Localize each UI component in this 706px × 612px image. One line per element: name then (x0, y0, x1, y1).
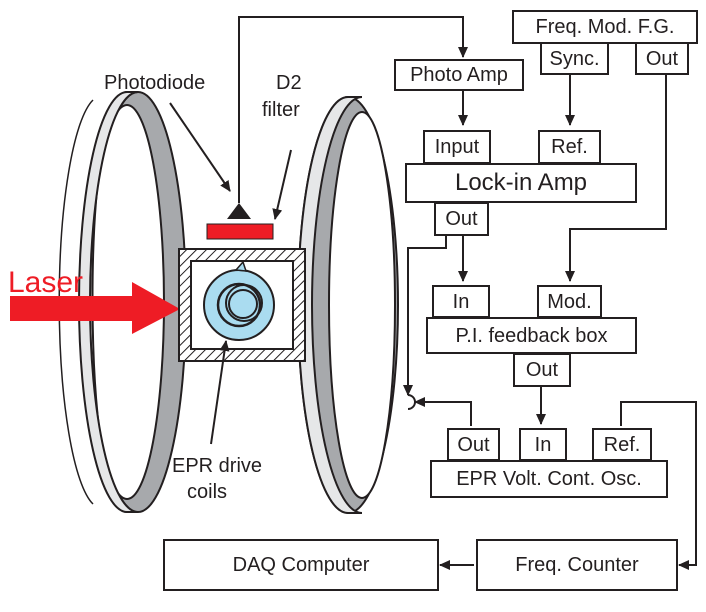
vco-out-port: Out (447, 428, 500, 461)
epr-vco: EPR Volt. Cont. Osc. (430, 460, 668, 498)
vco-in-port: In (519, 428, 567, 461)
photodiode-label: Photodiode (104, 72, 206, 94)
lockin-amp: Lock-in Amp (405, 163, 637, 203)
laser-label: Laser (8, 266, 84, 299)
vapor-cell (203, 260, 275, 341)
pi-out-port: Out (513, 353, 571, 387)
lockin-ref-port: Ref. (538, 130, 601, 164)
pi-in-port: In (432, 285, 490, 318)
laser-beam-arrow (10, 282, 180, 334)
fg-sync-port: Sync. (540, 42, 609, 75)
epr-coils-label-line2: coils (187, 481, 228, 503)
photodiode-pointer (169, 102, 231, 192)
pi-feedback-box: P.I. feedback box (426, 317, 637, 354)
wire-vco-out-to-coils (414, 397, 472, 426)
wire-fg-out-to-mod (565, 74, 667, 282)
d2-filter (206, 223, 274, 240)
wire-photodiode-to-photoamp (238, 16, 468, 203)
lockin-input-port: Input (423, 130, 491, 164)
wire-vco-ref-to-counter (620, 401, 697, 570)
fg-out-port: Out (635, 42, 689, 75)
d2-filter-pointer (272, 149, 292, 220)
helmholtz-coil-right (297, 96, 399, 514)
photo-amp: Photo Amp (394, 59, 524, 91)
epr-coils-pointer (210, 340, 230, 445)
epr-coils-label-line1: EPR drive (172, 455, 263, 477)
photodiode-icon (227, 203, 251, 219)
d2-label-line2: filter (262, 99, 300, 121)
daq-computer: DAQ Computer (163, 539, 439, 591)
vco-ref-port: Ref. (592, 428, 652, 461)
wire-lockin-out-to-daq (403, 236, 447, 396)
freq-mod-function-generator: Freq. Mod. F.G. (512, 10, 698, 44)
pi-mod-port: Mod. (537, 285, 602, 318)
wire-crossover-hop (407, 394, 416, 410)
lockin-out-port: Out (434, 202, 489, 236)
freq-counter: Freq. Counter (476, 539, 678, 591)
d2-label-line1: D2 (276, 72, 302, 94)
